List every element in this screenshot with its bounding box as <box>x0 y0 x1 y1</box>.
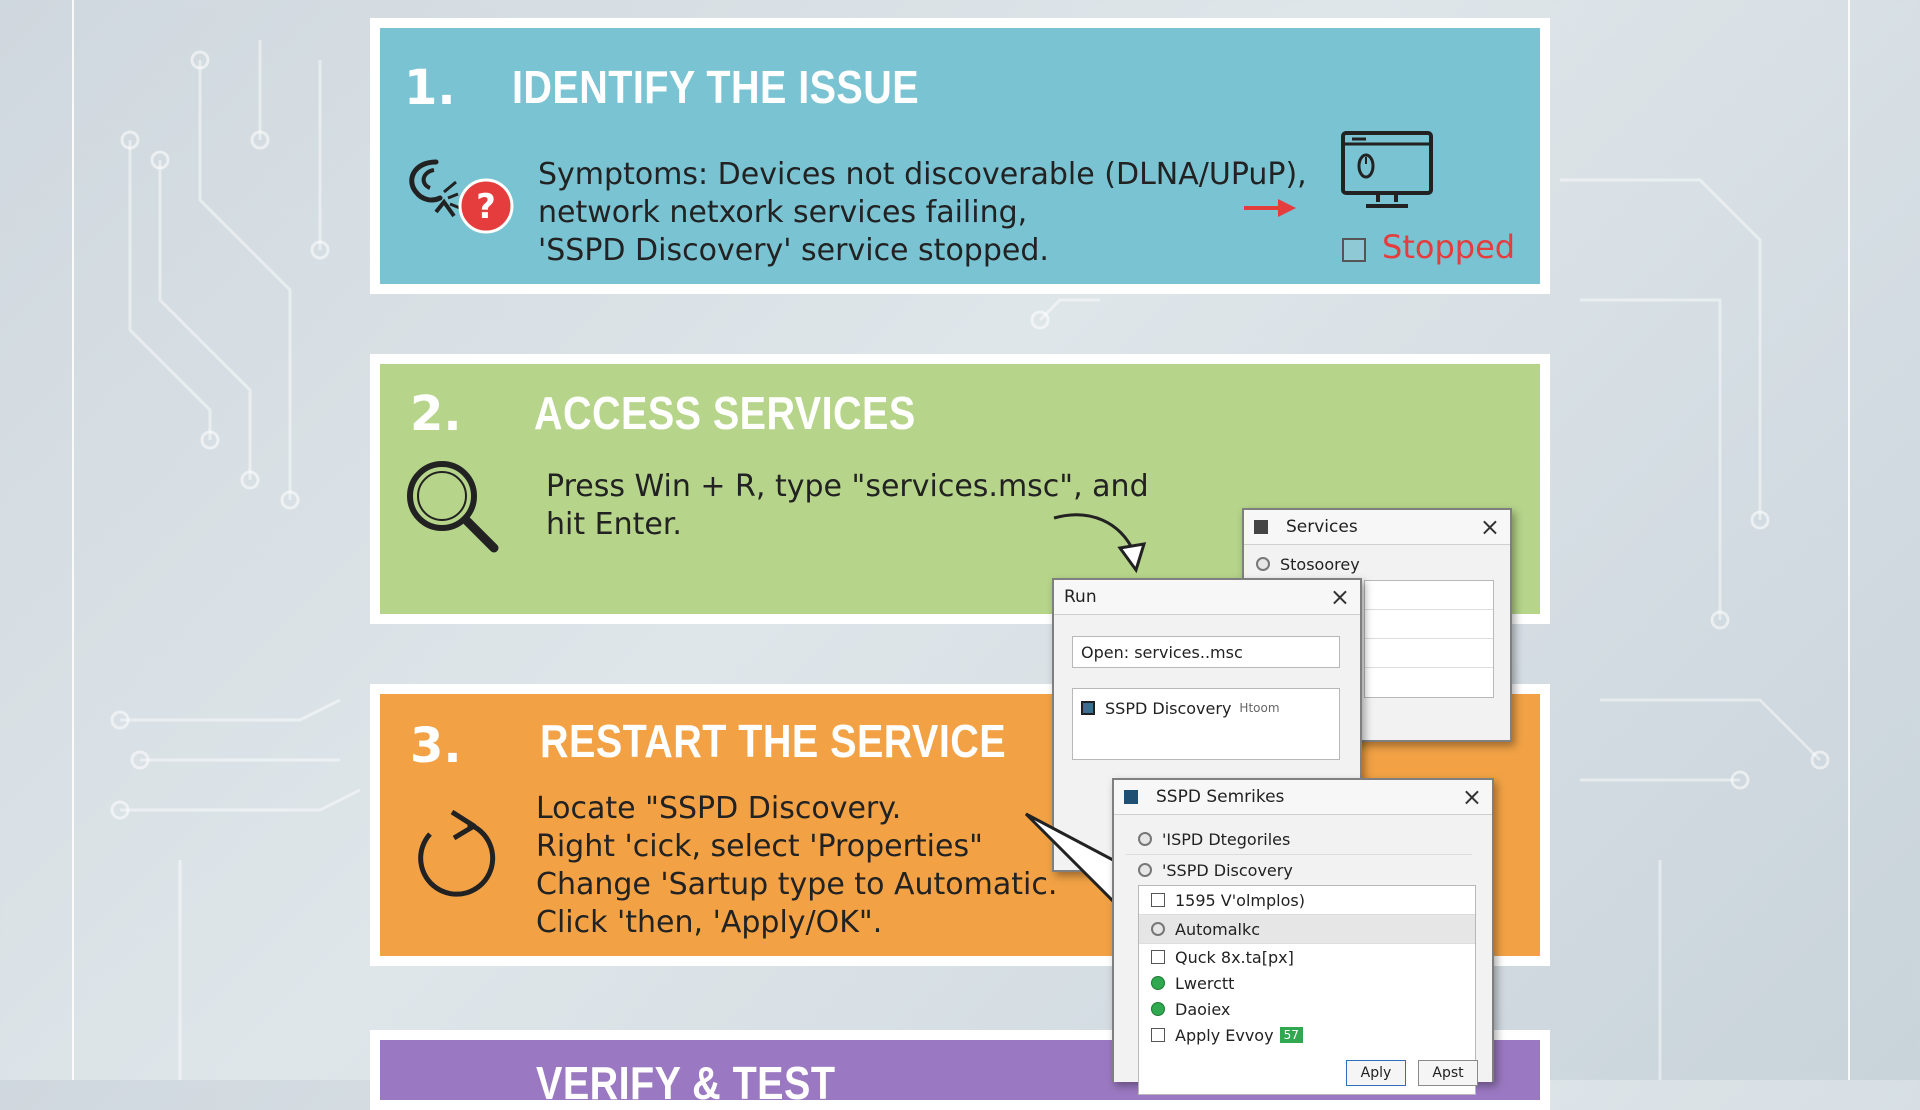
green-status-icon <box>1151 1002 1165 1016</box>
sspd-window-title: SSPD Semrikes <box>1156 787 1285 807</box>
step-1-title: IDENTIFY THE ISSUE <box>512 61 920 113</box>
green-status-icon <box>1151 976 1165 990</box>
sspd-item-label: Lwerctt <box>1175 973 1235 993</box>
checkbox-icon[interactable] <box>1151 1028 1165 1042</box>
step-3-title: RESTART THE SERVICE <box>540 715 1007 767</box>
list-item[interactable]: Lwerctt <box>1139 970 1475 996</box>
magnifier-icon <box>407 461 499 553</box>
secondary-button[interactable]: Apst <box>1418 1060 1478 1086</box>
step-3-body: Locate "SSPD Discovery. Right 'cick, sel… <box>536 791 1058 940</box>
step-2-body: Press Win + R, type "services.msc", and … <box>546 469 1149 542</box>
step-1-panel: 1. IDENTIFY THE ISSUE ? Symptoms: Device… <box>380 28 1540 284</box>
run-results-list[interactable]: SSPD Discovery Htoom <box>1072 688 1340 760</box>
step-4-title: VERIFY & TEST <box>536 1057 836 1109</box>
broken-cable-question-icon: ? <box>409 159 514 234</box>
sspd-item-label: 'SSPD Discovery <box>1162 860 1293 880</box>
checkbox-icon[interactable] <box>1151 950 1165 964</box>
open-input[interactable]: Open: services..msc <box>1072 636 1340 668</box>
close-icon[interactable]: × <box>1461 783 1482 811</box>
apply-button[interactable]: Aply <box>1346 1060 1406 1086</box>
list-item[interactable]: 'SSPD Discovery <box>1126 854 1472 885</box>
list-item[interactable]: Apply Evvoy 57 <box>1139 1022 1475 1048</box>
sspd-item-label: Daoiex <box>1175 999 1231 1019</box>
stopped-checkbox[interactable] <box>1342 238 1366 262</box>
sspd-item-label: 'ISPD Dtegoriles <box>1162 829 1291 849</box>
curved-arrow-icon <box>1053 513 1147 574</box>
refresh-icon <box>418 809 496 897</box>
services-window-titlebar[interactable]: Services <box>1244 510 1510 545</box>
checkbox-icon[interactable] <box>1151 893 1165 907</box>
list-item[interactable]: 'ISPD Dtegoriles <box>1126 824 1472 854</box>
close-icon[interactable]: × <box>1479 513 1500 541</box>
services-list[interactable] <box>1364 580 1494 698</box>
list-item[interactable]: Automalkc <box>1139 915 1475 944</box>
services-window-title: Services <box>1286 517 1358 537</box>
services-app-icon <box>1124 790 1138 804</box>
sspd-properties-list[interactable]: 1595 V'olmplos) Automalkc Quck 8x.ta[px]… <box>1138 885 1476 1095</box>
count-badge: 57 <box>1279 1027 1303 1043</box>
gear-icon <box>1138 863 1152 877</box>
sspd-item-label: Quck 8x.ta[px] <box>1175 947 1294 967</box>
list-item[interactable]: Quck 8x.ta[px] <box>1139 944 1475 970</box>
step-1-body: Symptoms: Devices not discoverable (DLNA… <box>538 157 1307 268</box>
sspd-services-window[interactable]: SSPD Semrikes × 'ISPD Dtegoriles 'SSPD D… <box>1112 778 1494 1095</box>
run-result-main: SSPD Discovery <box>1105 698 1232 718</box>
step-2-number: 2. <box>410 386 462 442</box>
circuit-background <box>0 0 1920 1080</box>
run-dialog-titlebar[interactable]: Run <box>1054 580 1360 615</box>
frame-line-right <box>1848 0 1850 1080</box>
gear-icon <box>1151 922 1165 936</box>
monitor-mouse-icon <box>1341 131 1433 208</box>
arrow-right-icon <box>1244 199 1296 217</box>
gear-icon <box>1256 557 1270 571</box>
services-app-icon <box>1254 520 1268 534</box>
sspd-item-label: Apply Evvoy <box>1175 1025 1274 1045</box>
list-item[interactable]: SSPD Discovery Htoom <box>1073 695 1339 721</box>
sspd-item-label: Automalkc <box>1175 919 1261 939</box>
sspd-item-label: 1595 V'olmplos) <box>1175 890 1305 910</box>
open-input-value: Open: services..msc <box>1081 642 1243 662</box>
frame-line-left <box>72 0 74 1080</box>
close-icon[interactable]: × <box>1329 583 1350 611</box>
svg-text:?: ? <box>476 187 496 227</box>
step-1-card: 1. IDENTIFY THE ISSUE ? Symptoms: Device… <box>370 18 1550 294</box>
run-dialog-title: Run <box>1064 587 1097 607</box>
run-result-sub: Htoom <box>1239 701 1280 715</box>
step-1-number: 1. <box>404 60 456 116</box>
services-row-label: Stosoorey <box>1280 554 1360 574</box>
gear-icon <box>1138 832 1152 846</box>
sspd-list[interactable]: 'ISPD Dtegoriles 'SSPD Discovery 1595 V'… <box>1126 824 1476 1095</box>
stopped-status-label: Stopped <box>1382 228 1516 266</box>
list-item[interactable]: Daoiex <box>1139 996 1475 1022</box>
step-3-number: 3. <box>410 718 462 774</box>
step-2-title: ACCESS SERVICES <box>534 387 916 439</box>
sspd-window-titlebar[interactable]: SSPD Semrikes <box>1114 780 1492 815</box>
services-list-row[interactable]: Stosoorey <box>1244 551 1510 577</box>
list-item[interactable]: 1595 V'olmplos) <box>1139 886 1475 915</box>
shield-icon <box>1081 701 1095 715</box>
